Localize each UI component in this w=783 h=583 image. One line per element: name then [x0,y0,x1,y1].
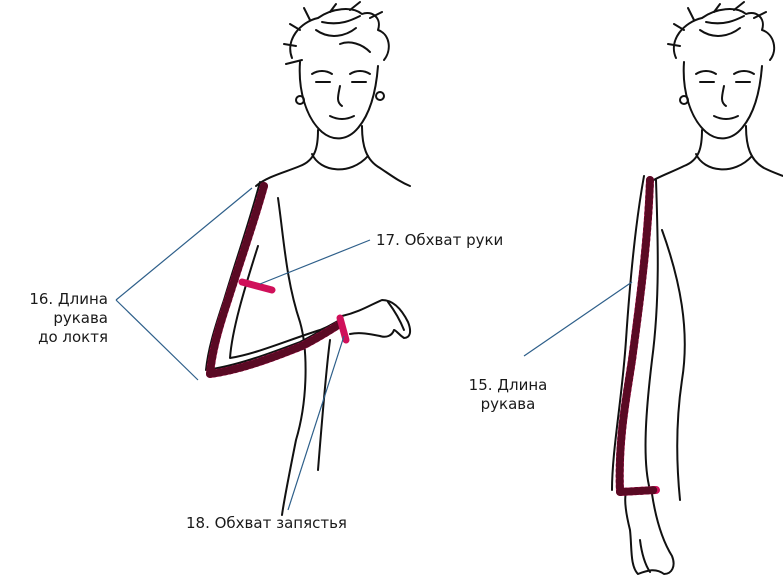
tape-wrist-girth [340,318,346,340]
hand-icon [342,300,410,338]
label-line: рукава [0,309,108,328]
label-wrist-girth: 18. Обхват запястья [186,514,347,533]
face-icon [680,62,762,138]
tape-arm-girth [242,282,272,290]
label-sleeve-length: 15. Длина рукава [460,376,556,414]
bent-arm-icon [206,182,340,370]
leader-lines-right [524,282,632,356]
label-sleeve-to-elbow: 16. Длина рукава до локтя [0,290,108,347]
hand-icon [625,492,673,574]
hair-icon [284,2,389,64]
label-line: рукава [460,395,556,414]
label-line: до локтя [0,328,108,347]
tape-measure-icon [620,180,656,492]
figure-left [206,2,410,515]
label-line: 16. Длина [0,290,108,309]
face-icon [296,62,384,138]
label-arm-girth: 17. Обхват руки [376,231,503,250]
label-line: 15. Длина [460,376,556,395]
hair-icon [668,2,774,60]
